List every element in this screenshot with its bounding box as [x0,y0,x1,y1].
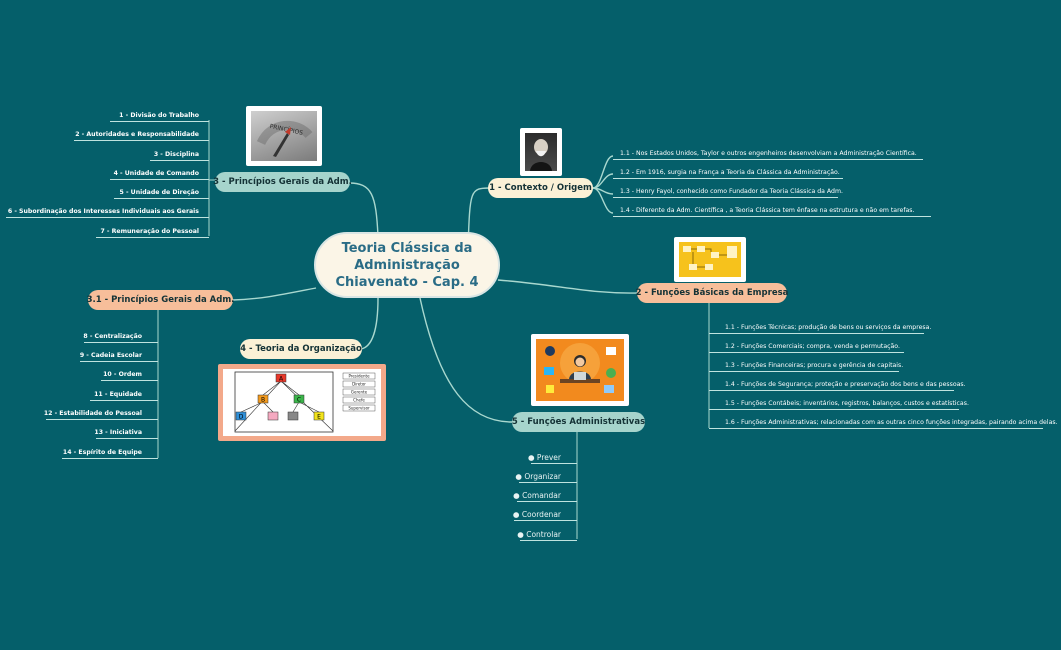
funcoes-basicas-item[interactable]: 1.6 - Funções Administrativas; relaciona… [725,419,1058,426]
central-topic[interactable]: Teoria Clássica da Administração Chiaven… [314,232,500,298]
principios-item[interactable]: 4 - Unidade de Comando [113,170,199,177]
funcoes-basicas-item[interactable]: 1.5 - Funções Contábeis; inventários, re… [725,400,969,407]
funcoes-adm-item[interactable]: ● Coordenar [512,510,561,519]
principios2-item[interactable]: 8 - Centralização [83,333,142,340]
funcoes-basicas-item[interactable]: 1.4 - Funções de Segurança; proteção e p… [725,381,966,388]
contexto-item[interactable]: 1.2 - Em 1916, surgia na França a Teoria… [620,169,840,176]
org-role: Chefe [353,398,365,403]
topic-contexto[interactable]: 1 - Contexto / Origem [488,178,593,198]
topic-principios2-label: 3.1 - Princípios Gerais da Adm. [86,295,235,305]
connector-organizacao [360,297,379,350]
org-box-a: A [279,376,284,383]
connector-funcoes-basicas [497,279,638,294]
org-box-b: B [261,397,265,404]
funcoes-basicas-item[interactable]: 1.1 - Funções Técnicas; produção de bens… [725,324,932,331]
contexto-item[interactable]: 1.3 - Henry Fayol, conhecido como Fundad… [620,188,843,195]
principios-item[interactable]: 5 - Unidade de Direção [119,189,200,196]
topic-funcoes-basicas[interactable]: 2 - Funções Básicas da Empresa [635,283,789,303]
topic-principios-label: 3 - Princípios Gerais da Adm. [213,177,352,187]
image-principios-sign: PRINCÍPIOS [246,106,322,166]
principios2-item[interactable]: 10 - Ordem [103,371,142,378]
org-box-e: E [317,414,321,421]
org-role: Gerente [351,390,368,395]
connector-funcoes-adm [419,297,513,423]
topic-funcoes-adm[interactable]: 5 - Funções Administrativas [512,412,645,432]
principios-item[interactable]: 7 - Remuneração do Pessoal [100,228,199,235]
image-fayol-portrait [520,128,562,176]
principios2-item[interactable]: 12 - Estabilidade do Pessoal [43,410,142,417]
funcoes-adm-item[interactable]: ● Organizar [515,472,561,481]
principios-item[interactable]: 6 - Subordinação dos Interesses Individu… [7,208,199,215]
central-title: Teoria Clássica da Administração Chiaven… [335,240,479,290]
image-manager-illustration [531,334,629,406]
topic-organizacao-label: 4 - Teoria da Organização [240,344,362,354]
principios2-item[interactable]: 9 - Cadeia Escolar [79,352,142,359]
funcoes-adm-item[interactable]: ● Prever [528,453,561,462]
topic-funcoes-adm-label: 5 - Funções Administrativas [511,417,646,427]
topic-organizacao[interactable]: 4 - Teoria da Organização [240,339,362,359]
org-role: Diretor [352,382,366,387]
funcoes-adm-item[interactable]: ● Comandar [513,491,561,500]
org-box-d: D [239,414,244,421]
topic-principios[interactable]: 3 - Princípios Gerais da Adm. [213,172,352,192]
topic-principios2[interactable]: 3.1 - Princípios Gerais da Adm. [86,290,235,310]
topic-contexto-label: 1 - Contexto / Origem [489,183,592,193]
connector-principios [348,182,379,237]
funcoes-basicas-item[interactable]: 1.2 - Funções Comerciais; compra, venda … [725,343,900,350]
principios2-item[interactable]: 11 - Equidade [94,391,142,398]
principios-item[interactable]: 3 - Disciplina [153,151,199,158]
contexto-item[interactable]: 1.4 - Diferente da Adm. Científica , a T… [620,207,915,214]
org-box-c: C [297,397,301,404]
connector-principios2 [232,287,317,301]
org-role: Presidente [348,374,370,379]
principios2-item[interactable]: 13 - Iniciativa [94,429,142,436]
funcoes-basicas-item[interactable]: 1.3 - Funções Financeiras; procura e ger… [725,362,904,369]
funcoes-adm-item[interactable]: ● Controlar [517,530,561,539]
org-role: Supervisor [348,406,370,411]
principios2-item[interactable]: 14 - Espírito de Equipe [62,449,142,456]
principios-item[interactable]: 1 - Divisão do Trabalho [119,112,199,119]
image-org-chart: A B C D E Presidente Diretor Gerente Che… [218,364,386,441]
topic-funcoes-basicas-label: 2 - Funções Básicas da Empresa [635,288,789,298]
principios-item[interactable]: 2 - Autoridades e Responsabilidade [75,131,199,138]
contexto-item[interactable]: 1.1 - Nos Estados Unidos, Taylor e outro… [620,150,917,157]
image-process-flow [674,237,746,282]
